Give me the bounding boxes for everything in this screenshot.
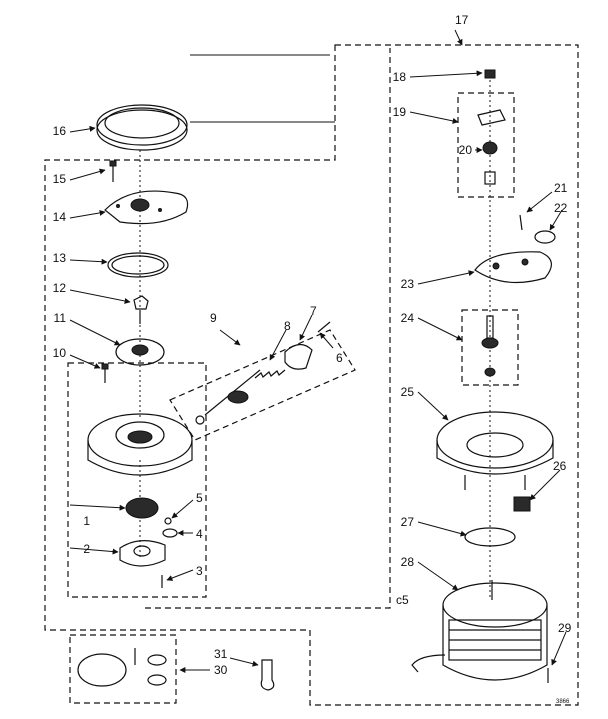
assembly-axes bbox=[139, 70, 491, 600]
part-20-spring bbox=[482, 141, 498, 185]
label-31: 31 bbox=[214, 647, 228, 661]
corner-code: c5 bbox=[396, 593, 409, 607]
reference-code: 3866 bbox=[556, 699, 570, 705]
label-8: 8 bbox=[284, 319, 291, 333]
label-9: 9 bbox=[210, 311, 217, 325]
housing-group-box bbox=[67, 362, 207, 598]
part-6-screw bbox=[317, 321, 331, 333]
kit-parts bbox=[77, 648, 275, 691]
label-18: 18 bbox=[393, 70, 407, 84]
part-24-shaft bbox=[481, 315, 499, 377]
label-13: 13 bbox=[53, 251, 67, 265]
part-11-impeller bbox=[115, 338, 165, 366]
label-3: 3 bbox=[196, 564, 203, 578]
shaft-group-box bbox=[461, 309, 519, 386]
part-labels: 1 2 3 4 5 6 7 8 9 10 11 12 13 14 15 16 1… bbox=[53, 13, 572, 705]
part-23-plate bbox=[474, 251, 552, 284]
part-10-screw bbox=[101, 363, 109, 383]
label-24: 24 bbox=[401, 311, 415, 325]
part-13-gasket-ring bbox=[107, 252, 169, 278]
label-6: 6 bbox=[336, 351, 343, 365]
part-26-switch bbox=[513, 496, 531, 512]
part-22-oring bbox=[534, 230, 556, 244]
part-15-screw bbox=[109, 160, 117, 182]
part-9-housing bbox=[87, 413, 193, 476]
label-27: 27 bbox=[401, 515, 415, 529]
label-10: 10 bbox=[53, 346, 67, 360]
label-29: 29 bbox=[558, 621, 572, 635]
left-parts bbox=[87, 104, 331, 588]
part-16-seal-ring bbox=[96, 104, 188, 151]
part-12-nut bbox=[133, 295, 149, 324]
label-17: 17 bbox=[455, 13, 469, 27]
part-19-bracket bbox=[477, 109, 506, 126]
motor-section-outline bbox=[145, 48, 391, 609]
label-2: 2 bbox=[83, 542, 90, 556]
label-20: 20 bbox=[459, 143, 473, 157]
part-25-base bbox=[436, 411, 554, 490]
right-parts bbox=[411, 69, 556, 683]
label-1: 1 bbox=[83, 514, 90, 528]
part-14-cover-plate bbox=[104, 190, 189, 225]
part-28-motor bbox=[411, 580, 548, 681]
label-7: 7 bbox=[310, 304, 317, 318]
label-23: 23 bbox=[401, 277, 415, 291]
label-22: 22 bbox=[554, 201, 568, 215]
leader-lines bbox=[69, 29, 567, 673]
label-28: 28 bbox=[401, 555, 415, 569]
group-outlines bbox=[44, 44, 579, 706]
label-5: 5 bbox=[196, 491, 203, 505]
part-5-clip bbox=[164, 517, 172, 525]
part-8-spring-pump bbox=[195, 369, 286, 425]
label-16: 16 bbox=[53, 124, 67, 138]
label-30: 30 bbox=[214, 663, 228, 677]
part-27-disc bbox=[464, 527, 516, 547]
label-11: 11 bbox=[54, 311, 67, 325]
part-2-bracket bbox=[119, 540, 166, 567]
label-15: 15 bbox=[53, 172, 67, 186]
part-21-screw bbox=[519, 214, 523, 231]
label-19: 19 bbox=[393, 105, 407, 119]
label-26: 26 bbox=[553, 459, 567, 473]
label-21: 21 bbox=[554, 181, 568, 195]
part-1-agitator-cam bbox=[125, 497, 159, 519]
part-4-washer bbox=[162, 528, 178, 538]
kit-group-box bbox=[69, 634, 177, 704]
pump-group-box bbox=[169, 329, 356, 441]
label-12: 12 bbox=[53, 281, 67, 295]
label-4: 4 bbox=[196, 527, 203, 541]
main-assembly-outline bbox=[44, 44, 579, 706]
label-25: 25 bbox=[401, 385, 415, 399]
label-14: 14 bbox=[53, 210, 67, 224]
part-18-cap bbox=[484, 69, 496, 79]
part-7-valve-plate bbox=[284, 343, 313, 370]
